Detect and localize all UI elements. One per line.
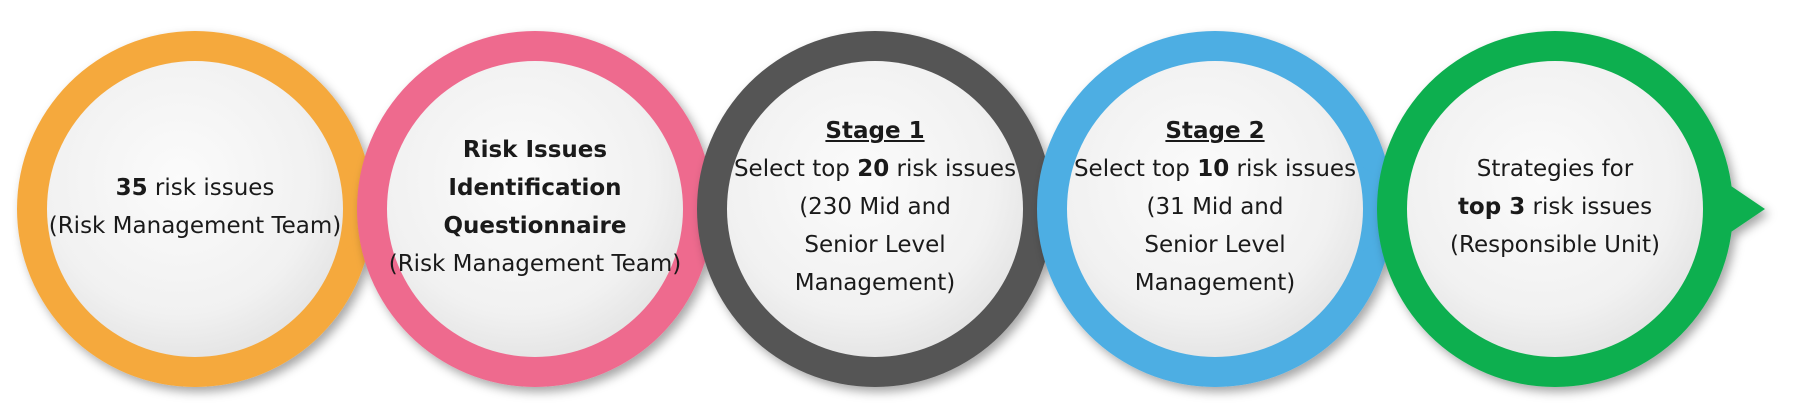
step-4-line: Senior Level (1055, 226, 1375, 264)
step-text-part: 35 (115, 175, 148, 201)
step-text-part: 10 (1197, 156, 1230, 182)
step-text-part: Senior Level (1144, 232, 1286, 258)
step-3-line: Stage 1 (715, 112, 1035, 150)
step-text-part: (230 Mid and (799, 194, 951, 220)
step-2-ring (357, 31, 745, 387)
step-text-part: Strategies for (1476, 156, 1634, 182)
step-2-line: Risk Issues (375, 131, 695, 169)
step-4-inner-circle (1067, 61, 1363, 357)
step-4-line: Stage 2 (1055, 112, 1375, 150)
step-text-part: Management) (1134, 270, 1296, 296)
step-5-label: Strategies for top 3 risk issues (Responsi… (1395, 150, 1715, 264)
step-text-part: 20 (857, 156, 890, 182)
step-text-part: Senior Level (804, 232, 946, 258)
step-text-part: risk issues (1525, 194, 1653, 220)
step-5-line: top 3 risk issues (1395, 188, 1715, 226)
step-1-ring (17, 31, 405, 387)
step-3-line: Senior Level (715, 226, 1035, 264)
step-3-line: (230 Mid and (715, 188, 1035, 226)
step-text-part: Identification (448, 175, 622, 201)
step-text-part: risk issues (147, 175, 275, 201)
step-2-line: (Risk Management Team) (375, 245, 695, 283)
step-4-line: Select top 10 risk issues (1055, 150, 1375, 188)
step-text-part: risk issues (889, 156, 1017, 182)
step-1-label: 35 risk issues (Risk Management Team) (35, 169, 355, 245)
step-text-part: Questionnaire (443, 213, 627, 239)
step-3-label: Stage 1 Select top 20 risk issues (230 Mid… (715, 112, 1035, 302)
step-3-line: Select top 20 risk issues (715, 150, 1035, 188)
step-1-line: 35 risk issues (35, 169, 355, 207)
step-text-part: Risk Issues (462, 137, 608, 163)
step-2-inner-circle (387, 61, 683, 357)
step-5-ring (1377, 31, 1765, 387)
step-2-line: Identification (375, 169, 695, 207)
step-text-part: (Responsible Unit) (1450, 232, 1660, 258)
step-text-part: (Risk Management Team) (388, 251, 682, 277)
step-5-line: (Responsible Unit) (1395, 226, 1715, 264)
step-text-part: (Risk Management Team) (48, 213, 342, 239)
step-4-line: Management) (1055, 264, 1375, 302)
step-3-line: Management) (715, 264, 1035, 302)
step-5-arrow-icon (1703, 167, 1765, 251)
step-2-line: Questionnaire (375, 207, 695, 245)
step-5-line: Strategies for (1395, 150, 1715, 188)
step-text-part: Select top (733, 156, 858, 182)
step-text-part: top 3 (1457, 194, 1526, 220)
step-1-line: (Risk Management Team) (35, 207, 355, 245)
step-text-part: Select top (1073, 156, 1198, 182)
step-4-line: (31 Mid and (1055, 188, 1375, 226)
step-4-ring (1037, 31, 1425, 387)
step-3-inner-circle (727, 61, 1023, 357)
step-text-part: risk issues (1229, 156, 1357, 182)
step-text-part: Stage 2 (1165, 118, 1265, 144)
step-text-part: (31 Mid and (1146, 194, 1284, 220)
step-1-inner-circle (47, 61, 343, 357)
step-5-inner-circle (1407, 61, 1703, 357)
step-text-part: Management) (794, 270, 956, 296)
step-4-label: Stage 2 Select top 10 risk issues (31 Mid … (1055, 112, 1375, 302)
step-text-part: Stage 1 (825, 118, 925, 144)
